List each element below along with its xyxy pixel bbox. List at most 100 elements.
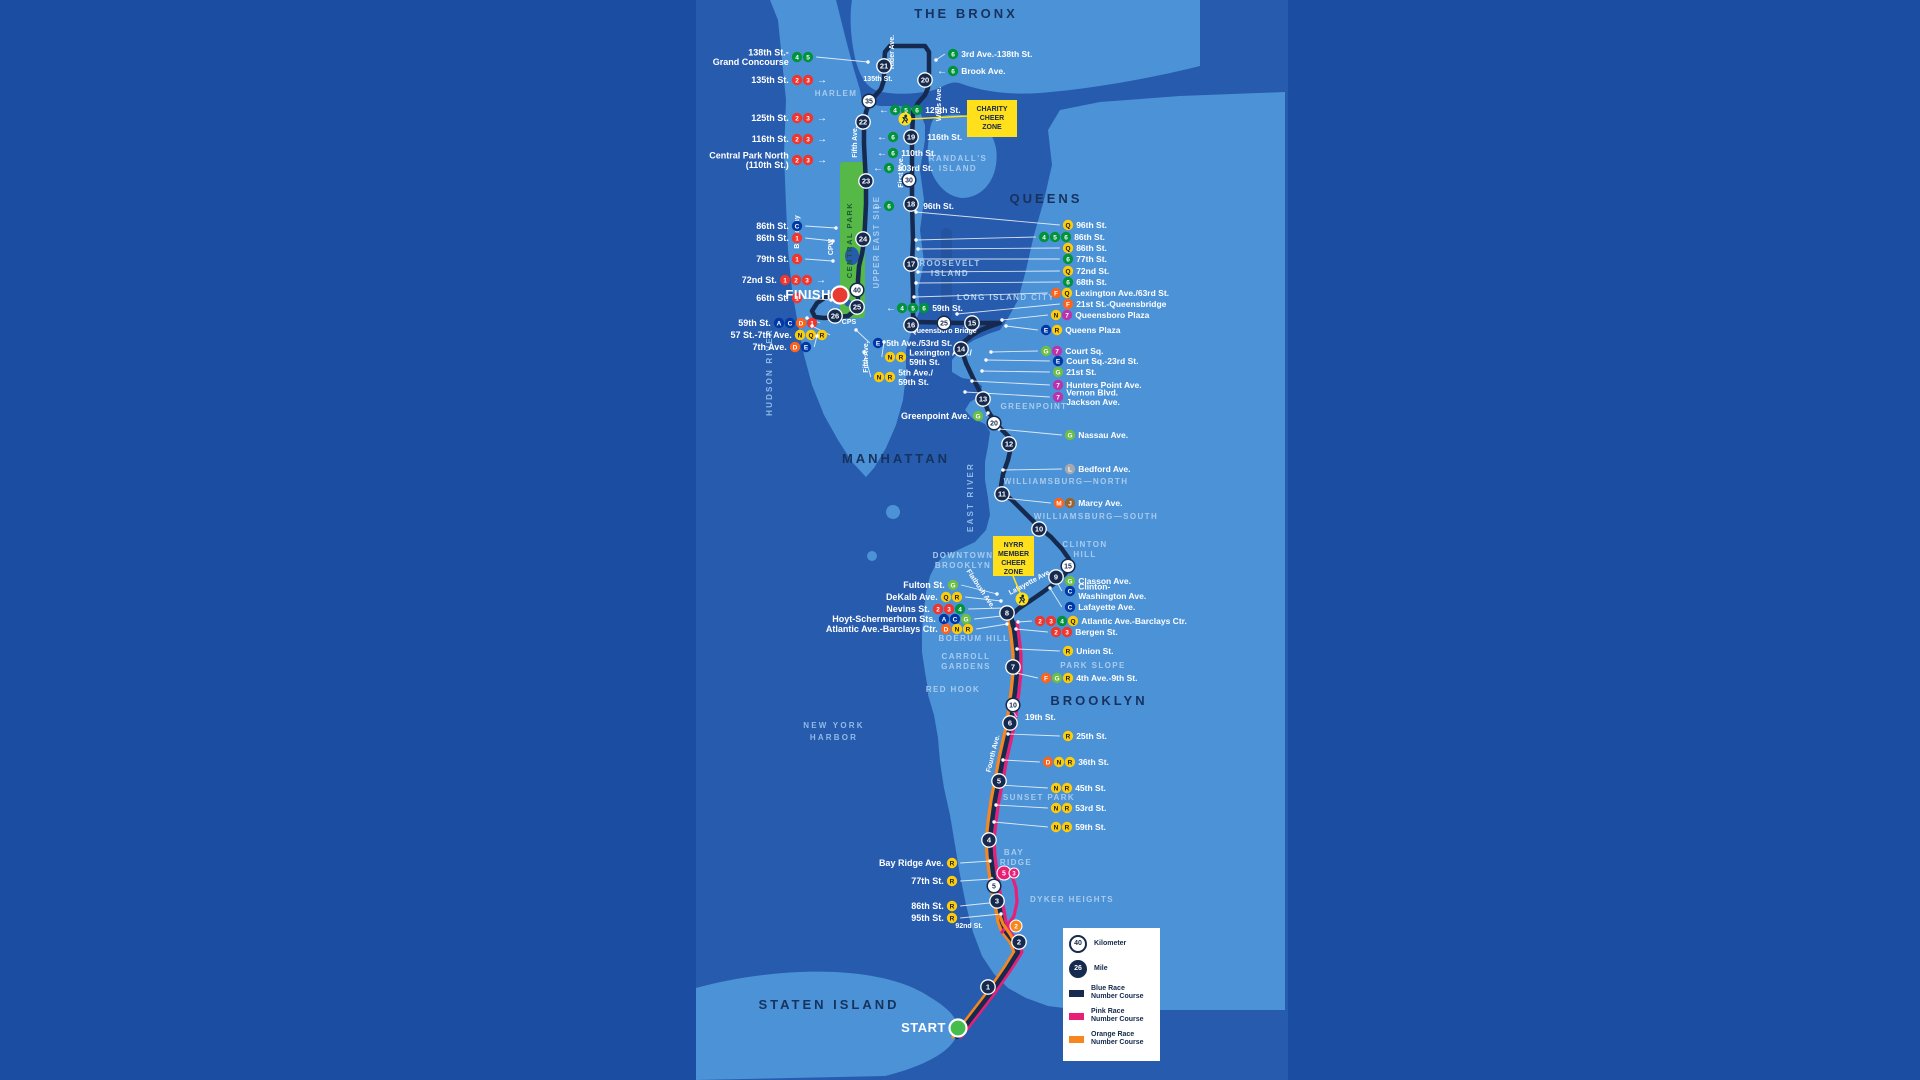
station-label: Classon Ave. (1078, 576, 1131, 586)
pointer-line (1005, 325, 1038, 331)
cheer-zone-text: CHEER (980, 115, 1005, 122)
pointer-dot (963, 390, 967, 394)
pointer-dot (810, 324, 814, 328)
svg-text:9: 9 (1054, 573, 1058, 582)
pointer-dot (805, 316, 809, 320)
svg-text:6: 6 (951, 51, 955, 58)
station-label: 72nd St. (742, 275, 777, 285)
central-park-reservoir (845, 247, 859, 265)
station-label: 86th St. (756, 221, 789, 231)
pointer-line (993, 821, 1048, 828)
mile-marker-sample: 26 (1069, 960, 1087, 978)
subway-bullet-3: 3 (943, 603, 955, 615)
station-label: 138th St.- (748, 48, 789, 58)
neighborhood-label-carroll: CARROLL (942, 652, 991, 661)
subway-bullet-Q: Q (1067, 615, 1079, 627)
pointer-line (917, 270, 1060, 273)
mile-marker-13: 13 (975, 391, 991, 407)
svg-text:3: 3 (806, 115, 810, 122)
subway-bullet-G: G (972, 410, 984, 422)
svg-text:2: 2 (1014, 923, 1018, 930)
svg-text:C: C (1068, 588, 1073, 595)
cheer-zone-text: ZONE (1004, 569, 1024, 576)
svg-text:6: 6 (887, 203, 891, 210)
subway-bullet-N: N (1050, 821, 1062, 833)
pointer-dot (986, 411, 990, 415)
subway-bullet-Q: Q (805, 329, 817, 341)
pointer-dot (916, 247, 920, 251)
arrow-right-icon: → (816, 275, 826, 286)
pointer-dot (914, 210, 918, 214)
station-label: 5th Ave./ (898, 368, 933, 378)
svg-text:C: C (795, 223, 800, 230)
subway-bullet-R: R (1061, 821, 1073, 833)
pointer-dot (980, 369, 984, 373)
pointer-dot (1006, 732, 1010, 736)
start-dot (948, 1018, 968, 1038)
station-label: Atlantic Ave.-Barclays Ctr. (826, 624, 938, 634)
svg-text:Q: Q (808, 332, 813, 339)
cheer-connector (1012, 575, 1022, 596)
station-label: 116th St. (752, 134, 789, 144)
course-swatch (1069, 989, 1084, 997)
subway-bullet-2: 2 (791, 74, 803, 86)
svg-text:6: 6 (1066, 256, 1070, 263)
subway-bullet-1: 1 (779, 274, 791, 286)
svg-text:6: 6 (1008, 719, 1012, 728)
subway-bullet-G: G (960, 613, 972, 625)
pink-course-marker-3: 3 (1008, 867, 1020, 879)
pointer-line (990, 350, 1038, 353)
neighborhood-label-park-slope: PARK SLOPE (1060, 661, 1125, 670)
station-label: Court Sq. (1065, 346, 1103, 356)
mile-marker-26: 26 (827, 308, 843, 324)
pointer-dot (984, 358, 988, 362)
subway-bullet-1: 1 (791, 292, 803, 304)
svg-text:6: 6 (1066, 279, 1070, 286)
svg-text:F: F (1066, 301, 1070, 308)
station-label: Grand Concourse (713, 57, 789, 67)
svg-text:25: 25 (853, 303, 861, 312)
svg-text:4: 4 (795, 54, 799, 61)
subway-bullet-R: R (1062, 645, 1074, 657)
subway-bullet-1: 1 (806, 317, 818, 329)
street-label-135th-st: 135th St. (863, 76, 892, 83)
subway-bullet-C: C (1064, 601, 1076, 613)
neighborhood-label-upper-east-side: UPPER EAST SIDE (872, 195, 881, 288)
svg-text:R: R (950, 878, 955, 885)
borough-label-manhattan: MANHATTAN (842, 451, 950, 466)
subway-bullet-M: M (1053, 497, 1065, 509)
svg-text:6: 6 (887, 165, 891, 172)
cheer-zone-text: CHEER (1001, 560, 1026, 567)
subway-bullet-D: D (795, 317, 807, 329)
station-label: Lexington Ave./63rd St. (1075, 288, 1169, 298)
svg-text:1: 1 (783, 277, 787, 284)
subway-bullet-E: E (1040, 324, 1052, 336)
pointer-line (1003, 497, 1051, 504)
station-brook-ave: 6←Brook Ave. (937, 65, 1005, 77)
subway-bullet-3: 3 (1061, 626, 1073, 638)
street-label-first-ave: First Ave. (898, 156, 905, 187)
subway-bullet-F: F (1040, 672, 1052, 684)
station-label: Union St. (1076, 646, 1113, 656)
svg-text:R: R (1066, 733, 1071, 740)
station-label: 5th Ave./53rd St. (886, 338, 952, 348)
subway-bullet-L: L (1064, 463, 1076, 475)
subway-bullet-R: R (1062, 672, 1074, 684)
svg-text:N: N (1054, 824, 1059, 831)
street-label-rider-ave: Rider Ave. (889, 35, 896, 69)
subway-bullet-6: 6 (918, 302, 930, 314)
svg-text:3: 3 (1012, 872, 1016, 878)
svg-text:R: R (950, 860, 955, 867)
svg-text:5: 5 (997, 777, 1001, 786)
subway-bullet-6: 6 (947, 65, 959, 77)
station-label: Nevins St. (886, 604, 930, 614)
